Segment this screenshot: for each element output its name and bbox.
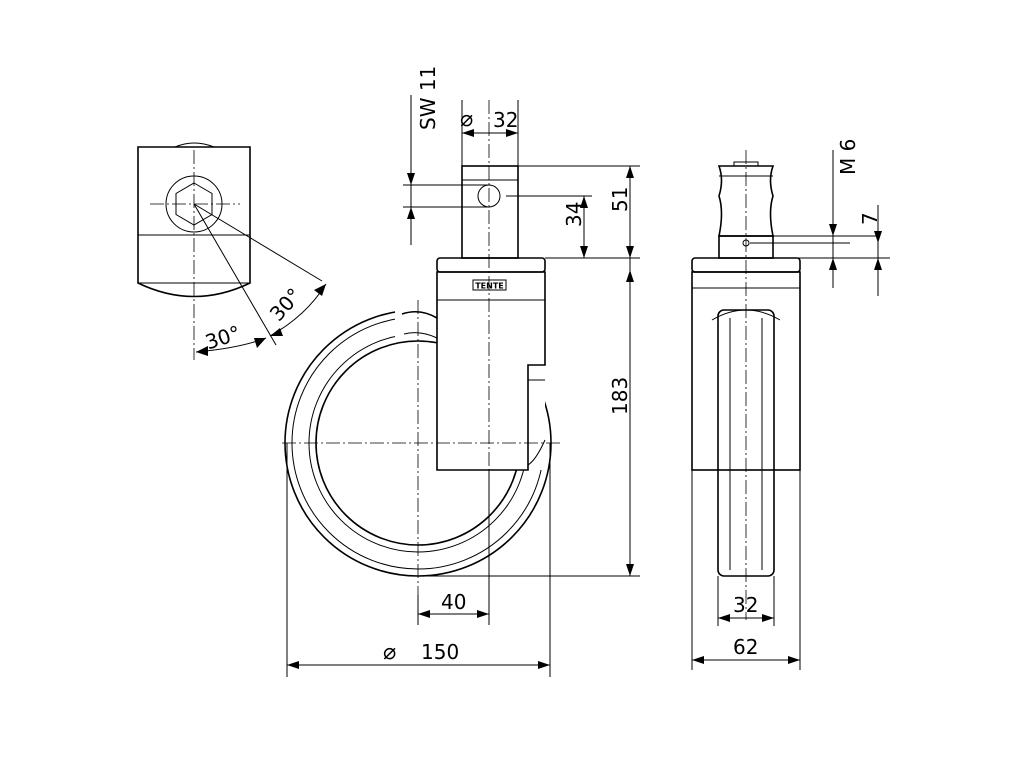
top-view: 30° 30° — [137, 142, 327, 360]
angle-label-b: 30° — [265, 283, 307, 325]
sw-label: SW 11 — [416, 66, 440, 130]
fork-arm — [403, 332, 438, 339]
angle-label-a: 30° — [202, 321, 243, 355]
top-plate — [436, 257, 546, 273]
dim7-label: 7 — [858, 212, 882, 225]
dia32-label: 32 — [493, 108, 518, 132]
dim183-label: 183 — [608, 377, 632, 415]
fork-slot — [527, 380, 546, 466]
stem — [461, 165, 519, 259]
diameter-symbol: ⌀ — [460, 107, 473, 132]
logo-plate — [472, 279, 507, 291]
angle-line — [193, 203, 277, 346]
dim62-label: 62 — [733, 635, 758, 659]
angle-line — [193, 203, 323, 282]
side-view: M 6 7 32 62 — [691, 139, 890, 670]
dim51-label: 51 — [608, 187, 632, 212]
dim34-label: 34 — [562, 202, 586, 227]
dim150-label: 150 — [421, 640, 459, 664]
m6-label: M 6 — [836, 139, 860, 175]
diameter-symbol: ⌀ — [383, 640, 396, 665]
fork-body — [436, 271, 546, 471]
top-view-cap — [174, 142, 215, 148]
logo-text: TENTE — [475, 282, 504, 291]
dim32w-label: 32 — [733, 593, 758, 617]
fork-arm — [401, 310, 438, 319]
front-view: TENTE SW 11 ⌀ 32 51 — [282, 66, 640, 677]
dim40-label: 40 — [441, 590, 466, 614]
